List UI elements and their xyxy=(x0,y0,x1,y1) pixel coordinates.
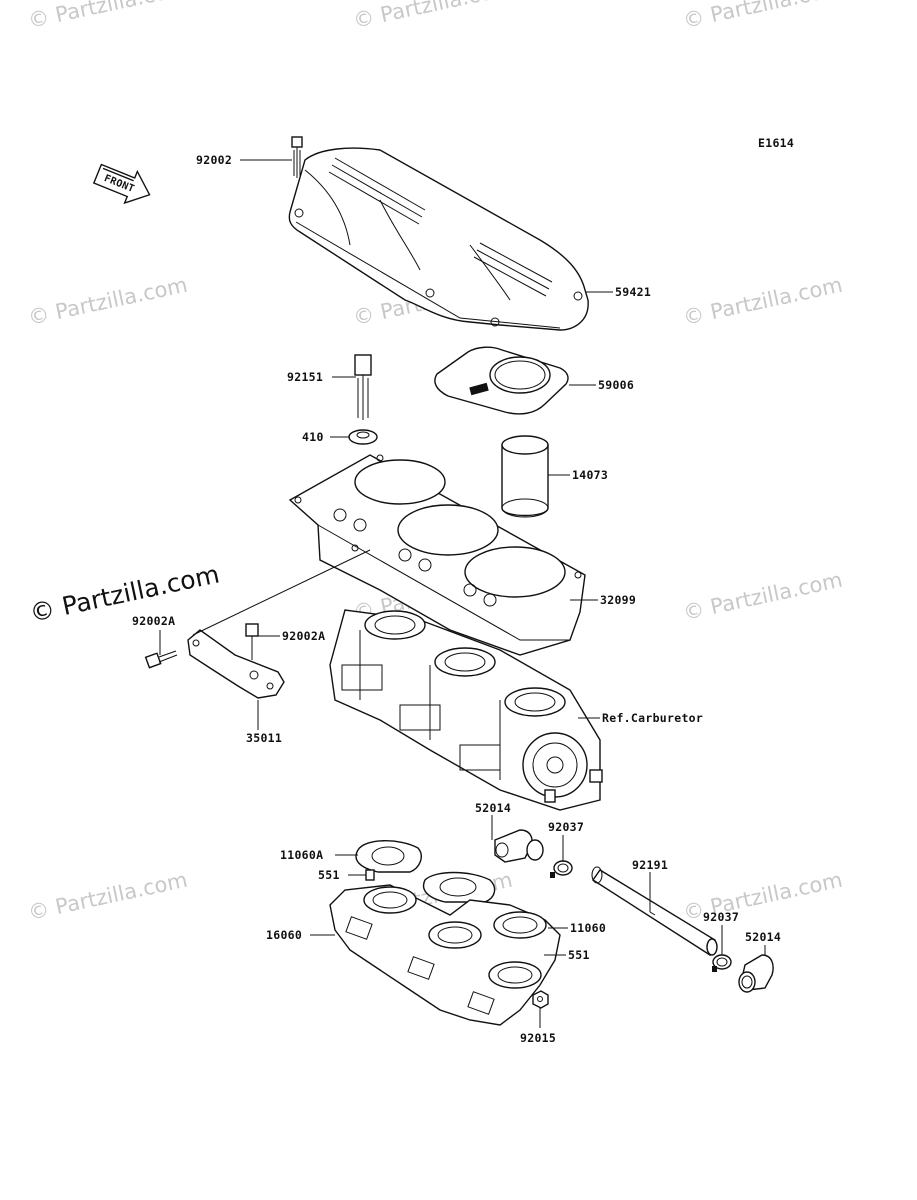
label-92002a-right[interactable]: 92002A xyxy=(282,629,325,643)
label-92037-top[interactable]: 92037 xyxy=(548,820,584,834)
watermark: © Partzilla.com xyxy=(26,0,190,33)
part-labels: 92002 59421 92151 59006 410 14073 32099 … xyxy=(132,153,781,1045)
label-52014-left[interactable]: 52014 xyxy=(475,801,511,815)
cover-ribs xyxy=(328,157,553,297)
part-bracket-35011 xyxy=(187,629,285,699)
label-16060[interactable]: 16060 xyxy=(266,928,302,942)
label-410[interactable]: 410 xyxy=(302,430,324,444)
part-hose-92191 xyxy=(591,866,718,957)
part-dowel-551-top xyxy=(365,869,375,881)
part-clamp-92037-top xyxy=(550,860,573,878)
watermark: © Partzilla.com xyxy=(26,273,190,330)
label-92002a-left[interactable]: 92002A xyxy=(132,614,175,628)
label-14073[interactable]: 14073 xyxy=(572,468,608,482)
part-clamp-92037-right xyxy=(712,954,732,972)
part-elbow-52014-left xyxy=(494,829,544,863)
carburetor-assembly xyxy=(329,609,603,811)
label-59006[interactable]: 59006 xyxy=(598,378,634,392)
part-intake-manifold xyxy=(329,884,561,1026)
label-92015[interactable]: 92015 xyxy=(520,1031,556,1045)
watermarks: © Partzilla.com © Partzilla.com © Partzi… xyxy=(26,0,845,925)
part-bolt-92151 xyxy=(354,354,372,420)
part-filter-plate xyxy=(434,346,569,415)
watermark: © Partzilla.com xyxy=(26,868,190,925)
label-35011[interactable]: 35011 xyxy=(246,731,282,745)
label-11060[interactable]: 11060 xyxy=(570,921,606,935)
label-59421[interactable]: 59421 xyxy=(615,285,651,299)
watermark: © Partzilla.com xyxy=(681,273,845,330)
part-air-cleaner-cover xyxy=(288,147,589,331)
part-washer-410 xyxy=(348,429,378,445)
label-11060a[interactable]: 11060A xyxy=(280,848,323,862)
label-92151[interactable]: 92151 xyxy=(287,370,323,384)
label-ref-carburetor[interactable]: Ref.Carburetor xyxy=(602,711,703,725)
part-gasket-11060 xyxy=(422,871,496,903)
part-nut-92015 xyxy=(532,990,549,1009)
label-92002[interactable]: 92002 xyxy=(196,153,232,167)
part-filter-cylinder xyxy=(501,435,549,518)
label-52014-right[interactable]: 52014 xyxy=(745,930,781,944)
part-air-box-base xyxy=(288,454,586,656)
label-92191[interactable]: 92191 xyxy=(632,858,668,872)
part-elbow-52014-right xyxy=(738,954,774,993)
label-92037-right[interactable]: 92037 xyxy=(703,910,739,924)
watermark: © Partzilla.com xyxy=(681,0,845,33)
part-gasket-11060a xyxy=(355,840,422,873)
watermark: © Partzilla.com xyxy=(681,568,845,625)
watermark: © Partzilla.com xyxy=(351,0,515,33)
label-551-bottom[interactable]: 551 xyxy=(568,948,590,962)
diagram-code: E1614 xyxy=(758,136,794,150)
front-arrow-icon: FRONT xyxy=(92,163,151,205)
part-bolt-92002a-left xyxy=(144,650,178,669)
part-bolt-92002a-right xyxy=(245,623,259,660)
watermark-main: © Partzilla.com xyxy=(27,559,222,627)
label-32099[interactable]: 32099 xyxy=(600,593,636,607)
part-bolt-92002 xyxy=(291,136,303,178)
label-551-top[interactable]: 551 xyxy=(318,868,340,882)
leader-lines xyxy=(159,159,766,1028)
